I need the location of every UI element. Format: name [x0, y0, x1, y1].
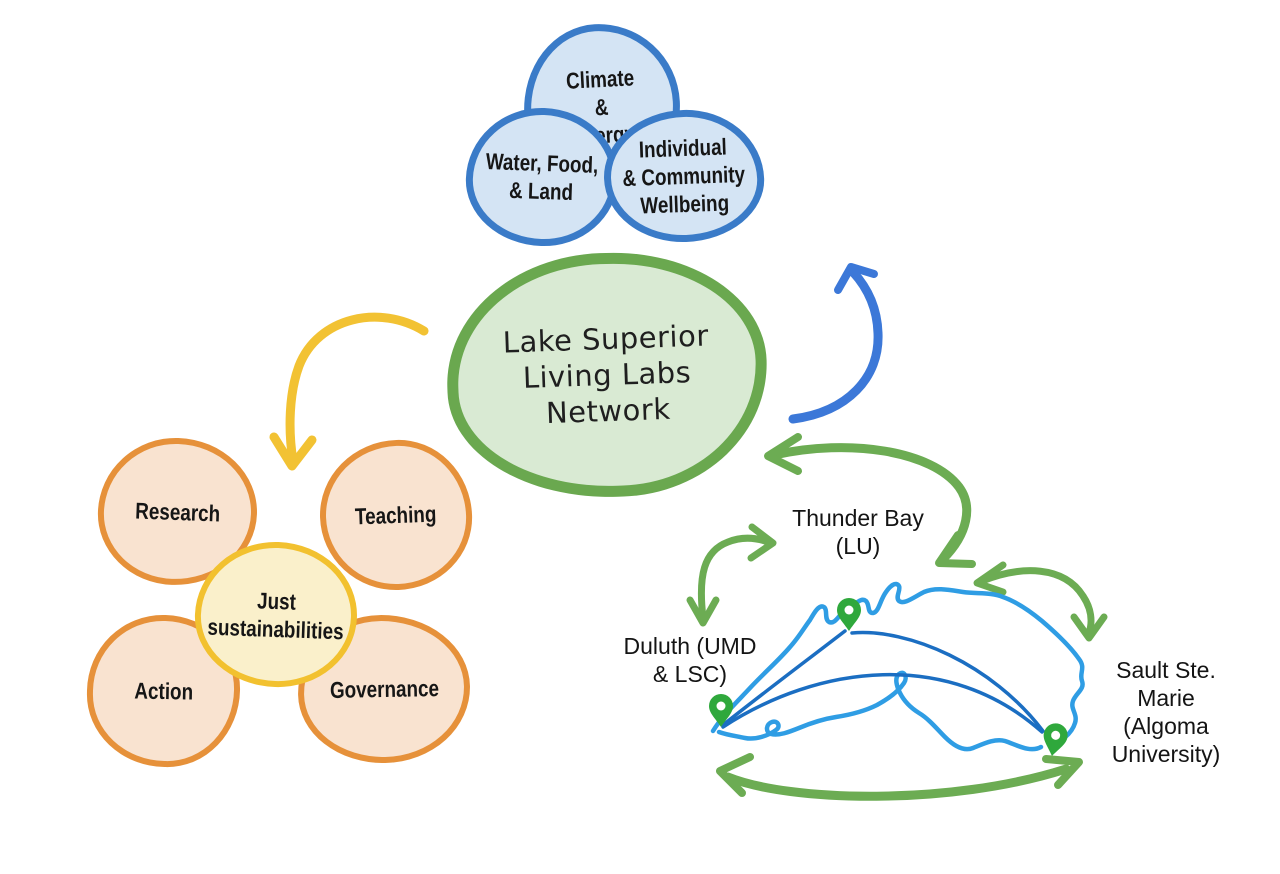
label-line: & Land [509, 176, 574, 206]
label-line: Duluth (UMD [623, 633, 757, 659]
label-line: Water, Food, [485, 148, 600, 178]
label-line: Sault Ste. [1116, 657, 1216, 683]
label-line: Living Labs [522, 355, 692, 395]
location-pin-sault-icon [1043, 723, 1068, 756]
blue-curved-arrow-icon [788, 263, 883, 424]
petal-research-label: Research [134, 497, 221, 526]
label-line: Wellbeing [640, 189, 730, 219]
label-line: & Community [622, 160, 746, 192]
label-thunder-bay: Thunder Bay (LU) [758, 504, 958, 560]
node-network-center: Lake Superior Living Labs Network [442, 247, 772, 503]
green-arrow-bottom-icon [716, 753, 1083, 801]
network-title: Lake Superior Living Labs Network [502, 317, 712, 432]
just-sustainabilities-label: Just sustainabilities [192, 584, 360, 646]
label-line: Marie [1137, 685, 1195, 711]
green-arrow-sault-icon [973, 561, 1108, 642]
label-duluth: Duluth (UMD & LSC) [590, 632, 790, 688]
label-line: Network [545, 391, 672, 431]
location-pin-duluth-icon [709, 694, 733, 727]
label-line: Climate [565, 64, 636, 94]
label-sault-ste-marie: Sault Ste. Marie (Algoma University) [1076, 656, 1256, 768]
label-line: & LSC) [652, 661, 728, 687]
label-line: University) [1111, 741, 1221, 767]
label-line: sustainabilities [206, 613, 345, 644]
node-water-food-land-label: Water, Food, & Land [472, 147, 611, 208]
location-pin-thunder-bay-icon [837, 598, 861, 631]
petal-teaching: Teaching [317, 437, 475, 593]
petal-governance-label: Governance [329, 675, 439, 703]
petal-action-label: Action [133, 677, 194, 705]
label-line: (Algoma [1123, 713, 1209, 739]
route-thunderbay-sault [850, 630, 1045, 733]
label-line: Individual [638, 133, 728, 163]
label-line: (LU) [835, 533, 881, 559]
label-line: Thunder Bay [792, 505, 924, 531]
node-wellbeing-label: Individual & Community Wellbeing [608, 131, 760, 220]
petal-teaching-label: Teaching [354, 500, 438, 530]
